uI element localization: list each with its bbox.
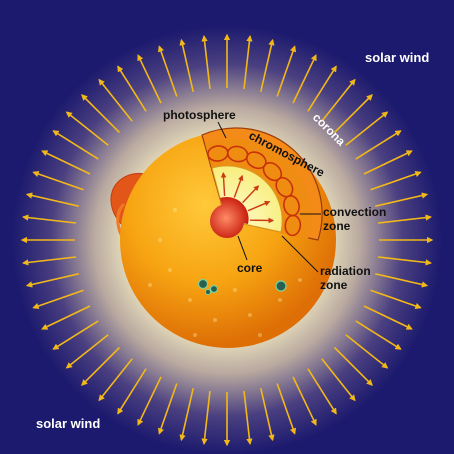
solar-wind-arrow bbox=[307, 65, 337, 112]
solar-wind-arrow bbox=[375, 273, 429, 288]
solar-wind-arrow bbox=[333, 94, 373, 134]
solar-wind-arrow bbox=[157, 45, 178, 97]
granulation-texture bbox=[148, 208, 302, 337]
solar-wind-arrow bbox=[375, 192, 429, 207]
solar-wind-arrow bbox=[260, 388, 275, 442]
solar-wind-arrow bbox=[345, 111, 389, 146]
label-photosphere: photosphere bbox=[163, 108, 236, 122]
solar-wind-arrow bbox=[345, 334, 389, 369]
solar-wind-arrow bbox=[52, 130, 99, 160]
solar-wind-arrow bbox=[307, 368, 337, 415]
leader-radiation bbox=[281, 235, 319, 273]
solar-wind-arrow bbox=[32, 170, 84, 191]
solar-wind-arrow bbox=[22, 256, 77, 266]
solar-wind-arrow bbox=[321, 78, 356, 122]
solar-wind-arrow bbox=[377, 214, 432, 224]
solar-wind-arrow bbox=[117, 368, 147, 415]
solar-wind-arrow bbox=[137, 54, 162, 104]
radiation-arrow bbox=[233, 174, 244, 198]
solar-wind-arrow bbox=[292, 376, 317, 426]
solar-wind-arrow bbox=[201, 35, 211, 90]
leader-core bbox=[237, 235, 248, 261]
solar-wind-arrow bbox=[321, 358, 356, 402]
sunspots bbox=[197, 278, 287, 295]
solar-wind-arrows bbox=[20, 33, 434, 447]
label-convection-zone-1: convection bbox=[323, 205, 386, 219]
solar-wind-arrow bbox=[52, 320, 99, 350]
solar-wind-arrow bbox=[98, 358, 133, 402]
solar-wind-arrow bbox=[243, 390, 253, 445]
label-solar-wind-top: solar wind bbox=[365, 50, 429, 65]
solar-wind-arrow bbox=[25, 273, 79, 288]
solar-wind-arrow bbox=[65, 334, 109, 369]
convection-cell bbox=[284, 214, 302, 237]
solar-wind-arrow bbox=[370, 170, 422, 191]
radiation-arrow bbox=[220, 171, 227, 197]
solar-wind-arrow bbox=[81, 94, 121, 134]
solar-wind-arrow bbox=[377, 256, 432, 266]
label-core: core bbox=[237, 261, 263, 275]
solar-wind-arrow bbox=[276, 45, 297, 97]
solar-wind-arrow bbox=[25, 192, 79, 207]
convection-cells bbox=[207, 145, 302, 237]
label-solar-wind-bottom: solar wind bbox=[36, 416, 100, 431]
solar-wind-arrow bbox=[41, 305, 91, 330]
solar-wind-arrow bbox=[179, 38, 194, 92]
label-radiation-zone-1: radiation bbox=[320, 264, 371, 278]
solar-wind-arrow bbox=[32, 289, 84, 310]
solar-wind-arrow bbox=[201, 390, 211, 445]
leader-lines bbox=[217, 121, 321, 273]
label-radiation-zone-2: zone bbox=[320, 278, 348, 292]
cutaway-section bbox=[201, 127, 323, 241]
radiation-arrows bbox=[220, 171, 275, 224]
core-sphere bbox=[210, 204, 244, 238]
solar-wind-arrow bbox=[81, 346, 121, 386]
solar-wind-arrow bbox=[333, 346, 373, 386]
solar-wind-arrow bbox=[355, 130, 402, 160]
solar-wind-arrow bbox=[157, 383, 178, 435]
solar-wind-arrow bbox=[370, 289, 422, 310]
solar-wind-arrow bbox=[355, 320, 402, 350]
solar-wind-arrow bbox=[117, 65, 147, 112]
solar-wind-arrow bbox=[98, 78, 133, 122]
leader-photosphere bbox=[217, 121, 227, 139]
solar-wind-arrow bbox=[363, 305, 413, 330]
solar-wind-arrow bbox=[363, 150, 413, 175]
radiation-arrow bbox=[247, 200, 271, 212]
solar-wind-arrow bbox=[137, 376, 162, 426]
solar-wind-arrow bbox=[22, 214, 77, 224]
solar-wind-arrow bbox=[243, 35, 253, 90]
solar-wind-arrow bbox=[179, 388, 194, 442]
solar-wind-arrow bbox=[260, 38, 275, 92]
solar-wind-arrow bbox=[292, 54, 317, 104]
solar-wind-arrow bbox=[65, 111, 109, 146]
solar-wind-arrow bbox=[41, 150, 91, 175]
radiation-arrow bbox=[242, 185, 260, 204]
label-convection-zone-2: zone bbox=[323, 219, 351, 233]
solar-wind-arrow bbox=[276, 383, 297, 435]
